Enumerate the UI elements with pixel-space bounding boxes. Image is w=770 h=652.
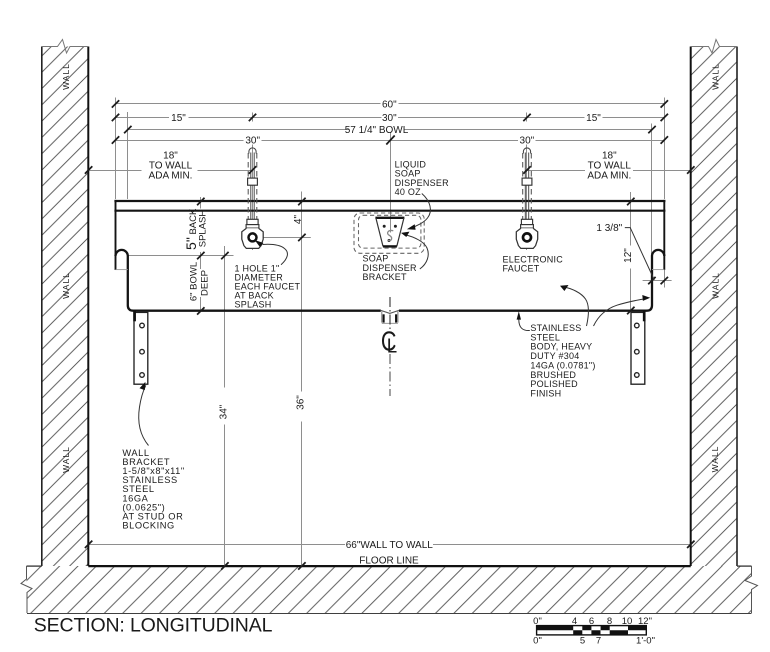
- svg-text:66"WALL TO WALL: 66"WALL TO WALL: [346, 540, 434, 551]
- svg-text:0": 0": [533, 616, 542, 627]
- svg-text:34": 34": [219, 404, 230, 419]
- svg-text:STEEL: STEEL: [530, 332, 560, 342]
- svg-text:C: C: [381, 326, 397, 357]
- svg-text:SECTION: LONGITUDINAL: SECTION: LONGITUDINAL: [34, 615, 273, 637]
- svg-text:57 1/4" BOWL: 57 1/4" BOWL: [345, 125, 409, 136]
- svg-text:L: L: [387, 336, 397, 358]
- svg-text:1-5/8"x8"x11": 1-5/8"x8"x11": [122, 466, 184, 476]
- svg-text:WALL: WALL: [61, 63, 71, 90]
- svg-text:BLOCKING: BLOCKING: [122, 520, 174, 530]
- svg-text:STAINLESS: STAINLESS: [122, 475, 177, 485]
- svg-text:6" BOWL: 6" BOWL: [189, 262, 200, 301]
- svg-text:6: 6: [589, 616, 594, 627]
- svg-text:1 3/8": 1 3/8": [596, 223, 622, 234]
- svg-text:TO WALL: TO WALL: [588, 161, 632, 172]
- svg-text:EACH FAUCET: EACH FAUCET: [235, 282, 301, 292]
- svg-text:ELECTRONIC: ELECTRONIC: [503, 254, 564, 264]
- svg-text:10: 10: [622, 616, 633, 627]
- svg-text:8: 8: [607, 616, 612, 627]
- svg-text:LIQUID: LIQUID: [395, 159, 427, 169]
- svg-text:30": 30": [520, 136, 535, 147]
- svg-text:16GA: 16GA: [122, 493, 148, 503]
- svg-text:7: 7: [596, 636, 601, 647]
- svg-text:12": 12": [623, 248, 634, 263]
- svg-text:1'-0": 1'-0": [636, 636, 655, 647]
- svg-text:DISPENSER: DISPENSER: [395, 178, 450, 188]
- svg-text:WALL: WALL: [710, 446, 720, 473]
- svg-text:DEEP: DEEP: [199, 270, 210, 296]
- svg-text:FINISH: FINISH: [530, 389, 561, 399]
- svg-text:SPLASH: SPLASH: [235, 300, 272, 310]
- svg-text:DIAMETER: DIAMETER: [235, 272, 284, 282]
- svg-text:15": 15": [171, 113, 186, 124]
- svg-text:ADA MIN.: ADA MIN.: [587, 171, 631, 182]
- svg-text:BRACKET: BRACKET: [363, 272, 408, 282]
- svg-text:5: 5: [580, 636, 585, 647]
- svg-text:18": 18": [602, 151, 617, 162]
- svg-text:POLISHED: POLISHED: [530, 379, 578, 389]
- svg-text:4: 4: [572, 616, 577, 627]
- svg-text:WALL: WALL: [711, 272, 721, 299]
- svg-text:SPLASH: SPLASH: [197, 210, 208, 248]
- svg-text:DUTY #304: DUTY #304: [530, 351, 579, 361]
- svg-text:AT STUD OR: AT STUD OR: [122, 511, 183, 521]
- svg-text:WALL: WALL: [711, 63, 721, 90]
- svg-text:BRACKET: BRACKET: [122, 457, 170, 467]
- svg-text:DISPENSER: DISPENSER: [363, 263, 418, 273]
- svg-text:WALL: WALL: [122, 448, 149, 458]
- svg-text:4": 4": [293, 215, 304, 225]
- svg-text:14GA (0.0781"): 14GA (0.0781"): [530, 360, 595, 370]
- svg-text:0": 0": [533, 636, 542, 647]
- svg-text:18": 18": [163, 151, 178, 162]
- svg-text:SOAP: SOAP: [363, 254, 389, 264]
- svg-text:15": 15": [586, 113, 601, 124]
- svg-text:WALL: WALL: [61, 446, 71, 473]
- svg-text:12": 12": [638, 616, 652, 627]
- svg-text:AT BACK: AT BACK: [235, 291, 274, 301]
- svg-text:WALL: WALL: [61, 272, 71, 299]
- svg-text:30": 30": [245, 136, 260, 147]
- svg-text:BRUSHED: BRUSHED: [530, 370, 576, 380]
- svg-text:FAUCET: FAUCET: [503, 264, 540, 274]
- svg-text:STEEL: STEEL: [122, 484, 154, 494]
- svg-text:1 HOLE 1": 1 HOLE 1": [235, 263, 280, 273]
- svg-text:STAINLESS: STAINLESS: [530, 323, 581, 333]
- svg-text:40 OZ: 40 OZ: [395, 187, 422, 197]
- svg-text:SOAP: SOAP: [395, 169, 421, 179]
- svg-text:30": 30": [382, 113, 397, 124]
- svg-text:(0.0625"): (0.0625"): [122, 502, 165, 512]
- svg-text:ADA MIN.: ADA MIN.: [149, 171, 193, 182]
- svg-text:36": 36": [295, 395, 306, 410]
- svg-text:FLOOR LINE: FLOOR LINE: [359, 556, 419, 567]
- svg-text:BODY, HEAVY: BODY, HEAVY: [530, 342, 592, 352]
- svg-text:TO WALL: TO WALL: [149, 161, 193, 172]
- svg-text:60": 60": [382, 99, 397, 110]
